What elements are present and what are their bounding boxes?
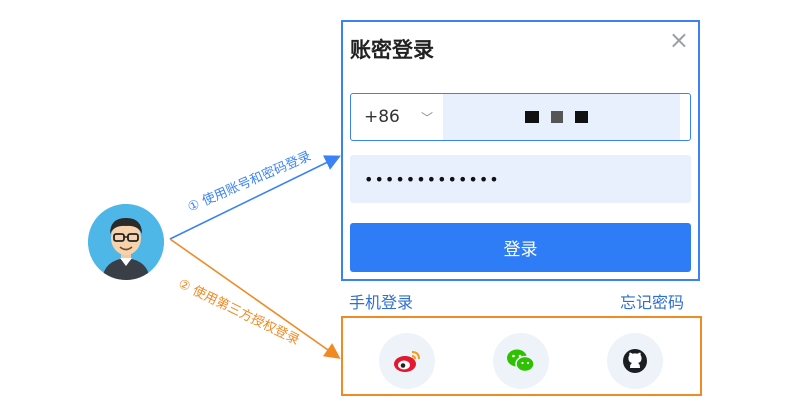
arrow-third-party-login — [169, 238, 341, 359]
github-icon — [623, 349, 647, 373]
github-login-button[interactable] — [607, 333, 663, 389]
arrow-password-login — [169, 155, 341, 240]
login-button[interactable]: 登录 — [350, 223, 691, 272]
login-title: 账密登录 — [350, 38, 434, 62]
country-code-value: +86 — [364, 107, 400, 127]
wechat-login-button[interactable] — [493, 333, 549, 389]
masked-phone-number — [525, 111, 588, 123]
user-avatar — [88, 204, 164, 280]
password-input[interactable]: ••••••••••••• — [350, 155, 691, 203]
wechat-icon — [507, 349, 535, 373]
phone-login-link[interactable]: 手机登录 — [349, 293, 414, 312]
chevron-down-icon: ﹀ — [420, 110, 433, 125]
forgot-password-link[interactable]: 忘记密码 — [620, 293, 685, 312]
password-login-panel: 账密登录 × +86 ﹀ ••••••••••••• 登录 — [341, 20, 700, 281]
third-party-login-panel — [341, 316, 702, 396]
weibo-icon — [394, 351, 420, 372]
phone-field: +86 ﹀ — [350, 93, 691, 141]
weibo-login-button[interactable] — [379, 333, 435, 389]
country-code-select[interactable]: +86 ﹀ — [351, 94, 443, 140]
close-icon[interactable]: × — [668, 26, 689, 54]
phone-number-input[interactable] — [443, 94, 680, 140]
avatar-icon — [88, 204, 164, 280]
